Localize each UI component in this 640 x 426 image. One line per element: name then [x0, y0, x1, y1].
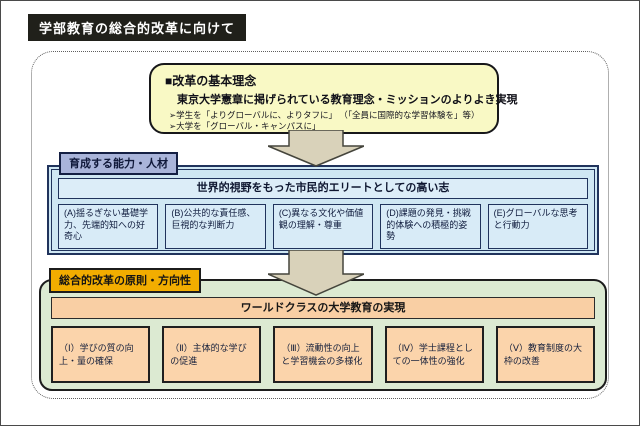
reform-panel: ワールドクラスの大学教育の実現 （Ⅰ）学びの質の向上・量の確保 （Ⅱ）主体的な学… — [39, 279, 607, 391]
ability-item-e: (E)グローバルな思考と行動力 — [487, 204, 589, 249]
basic-principles-box: ■改革の基本理念 東京大学憲章に掲げられている教育理念・ミッションのよりよき実現… — [149, 63, 518, 134]
reform-item-1: （Ⅰ）学びの質の向上・量の確保 — [51, 326, 151, 383]
page-title: 学部教育の総合的改革に向けて — [28, 14, 247, 41]
reform-section-label: 総合的改革の原則・方向性 — [49, 268, 201, 293]
reform-banner: ワールドクラスの大学教育の実現 — [51, 297, 595, 319]
principles-bullet: ➢学生を「よりグローバルに、よりタフに」 （「全員に国際的な学習体験を」等） — [169, 110, 480, 120]
abilities-section-label: 育成する能力・人材 — [59, 152, 178, 175]
down-arrow-icon — [268, 250, 364, 296]
abilities-banner: 世界的視野をもった市民的エリートとしての高い志 — [58, 178, 588, 199]
reform-item-2: （Ⅱ）主体的な学びの促進 — [162, 326, 262, 383]
abilities-row: (A)揺るぎない基礎学力、先端的知への好奇心 (B)公共的な責任感、巨視的な判断… — [58, 204, 589, 249]
reform-item-4: （Ⅳ）学士課程としての一体性の強化 — [384, 326, 484, 383]
abilities-panel: 世界的視野をもった市民的エリートとしての高い志 (A)揺るぎない基礎学力、先端的… — [47, 165, 599, 255]
ability-item-b: (B)公共的な責任感、巨視的な判断力 — [165, 204, 266, 249]
basic-principles-heading: ■改革の基本理念 — [165, 74, 257, 88]
basic-principles-subheading: 東京大学憲章に掲げられている教育理念・ミッションのよりよき実現 — [177, 94, 518, 106]
reform-item-5: （Ⅴ）教育制度の大枠の改善 — [495, 326, 596, 383]
outer-dashed-frame — [31, 51, 609, 399]
reform-item-3: （Ⅲ）流動性の向上と学習機会の多様化 — [273, 326, 373, 383]
ability-item-c: (C)異なる文化や価値観の理解・尊重 — [272, 204, 374, 249]
down-arrow-icon — [268, 130, 364, 167]
reform-row: （Ⅰ）学びの質の向上・量の確保 （Ⅱ）主体的な学びの促進 （Ⅲ）流動性の向上と学… — [51, 326, 596, 383]
ability-item-d: (D)課題の発見・挑戦的体験への積極的姿勢 — [380, 204, 481, 249]
principles-bullet: ➢大学を「グローバル・キャンパスに」 — [169, 121, 321, 132]
abilities-panel-inner: 世界的視野をもった市民的エリートとしての高い志 (A)揺るぎない基礎学力、先端的… — [51, 169, 595, 251]
ability-item-a: (A)揺るぎない基礎学力、先端的知への好奇心 — [58, 204, 159, 249]
